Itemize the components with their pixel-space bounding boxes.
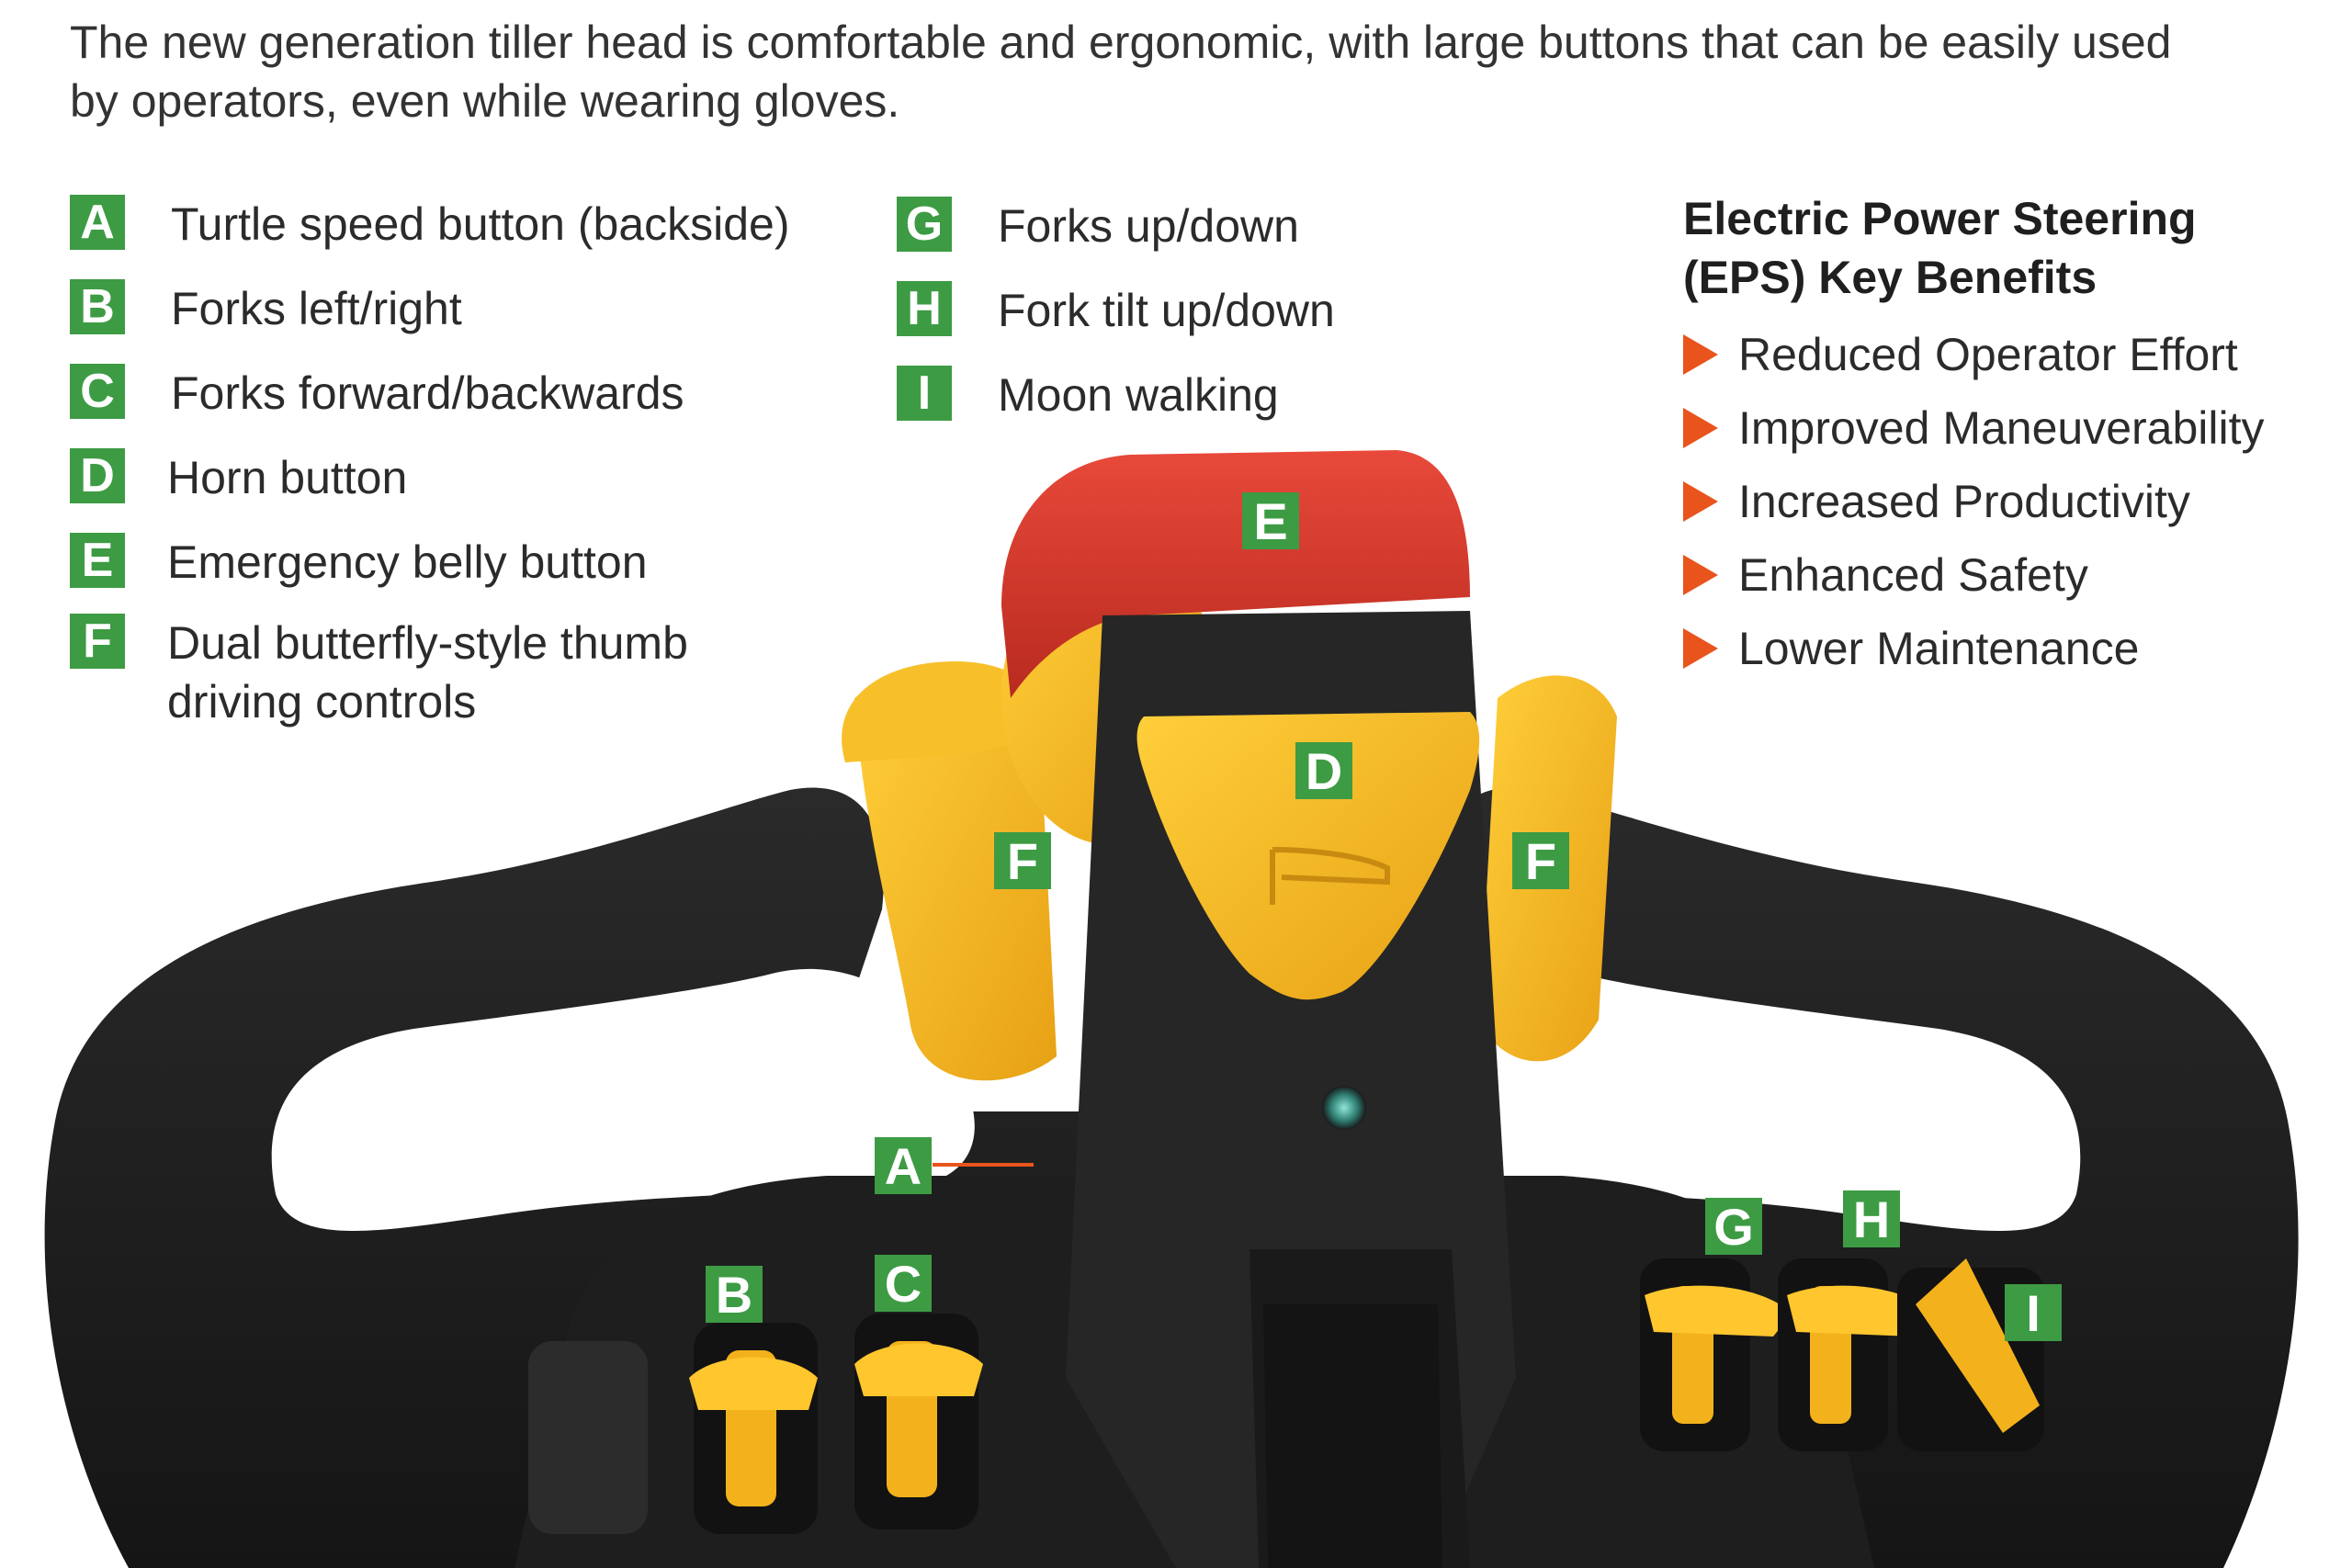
callout-g-label: G bbox=[1713, 1198, 1754, 1256]
callout-b-label: B bbox=[716, 1266, 752, 1324]
legend-item-b: B Forks left/right bbox=[70, 279, 462, 338]
legend-label-d: Horn button bbox=[167, 452, 408, 503]
callout-f-right-badge bbox=[1512, 832, 1569, 889]
legend-label-b: Forks left/right bbox=[171, 283, 462, 334]
callout-h-label: H bbox=[1853, 1190, 1890, 1248]
callout-c-label: C bbox=[885, 1255, 922, 1313]
switch-g-paddle bbox=[1645, 1285, 1792, 1337]
legend-label-i: Moon walking bbox=[998, 369, 1279, 421]
legend-item-i: I Moon walking bbox=[897, 366, 1279, 424]
status-led bbox=[1322, 1086, 1366, 1130]
callout-b: B bbox=[706, 1266, 763, 1324]
arrow-right-icon bbox=[1683, 334, 1718, 375]
callout-d: D bbox=[1295, 742, 1352, 800]
callout-d-label: D bbox=[1306, 742, 1342, 800]
horn-icon bbox=[1270, 847, 1390, 905]
legend-label-c: Forks forward/backwards bbox=[171, 367, 684, 419]
eps-item-label: Increased Productivity bbox=[1738, 476, 2190, 527]
callout-e-label: E bbox=[1253, 492, 1287, 550]
legend-badge-b: B bbox=[70, 279, 125, 334]
callout-c-badge bbox=[875, 1255, 932, 1312]
eps-item: Enhanced Safety bbox=[1683, 546, 2088, 604]
arrow-right-icon bbox=[1683, 628, 1718, 669]
arrow-right-icon bbox=[1683, 408, 1718, 448]
eps-item: Increased Productivity bbox=[1683, 472, 2190, 531]
callout-h-badge bbox=[1843, 1190, 1900, 1247]
callout-f-left: F bbox=[994, 832, 1051, 890]
legend-item-d: D Horn button bbox=[70, 448, 407, 507]
legend-label-h: Fork tilt up/down bbox=[998, 285, 1335, 336]
callout-f-right: F bbox=[1512, 832, 1569, 890]
legend-label-g: Forks up/down bbox=[998, 200, 1299, 252]
eps-item-label: Lower Maintenance bbox=[1738, 623, 2140, 674]
switch-b-paddle bbox=[689, 1357, 818, 1410]
callout-i: I bbox=[2005, 1284, 2062, 1342]
legend-item-g: G Forks up/down bbox=[897, 197, 1299, 255]
horn-button-body bbox=[1136, 712, 1480, 1000]
legend-badge-e: E bbox=[70, 533, 125, 588]
legend-item-f: F Dual butterfly-style thumb driving con… bbox=[70, 614, 755, 731]
legend-badge-i: I bbox=[897, 366, 952, 421]
callout-b-badge bbox=[706, 1266, 763, 1323]
legend-badge-g: G bbox=[897, 197, 952, 252]
switch-block-left bbox=[528, 1314, 983, 1534]
legend-label-e: Emergency belly button bbox=[167, 536, 648, 588]
callout-a-label: A bbox=[885, 1137, 922, 1195]
callout-c: C bbox=[875, 1255, 932, 1313]
callout-h: H bbox=[1843, 1190, 1900, 1248]
legend-item-a: A Turtle speed button (backside) bbox=[70, 195, 790, 254]
callout-e-badge bbox=[1242, 492, 1299, 549]
legend-item-h: H Fork tilt up/down bbox=[897, 281, 1335, 340]
intro-text: The new generation tiller head is comfor… bbox=[70, 17, 2172, 127]
switch-c-paddle bbox=[854, 1343, 983, 1396]
arrow-right-icon bbox=[1683, 555, 1718, 595]
thumb-control-left-body bbox=[854, 671, 1057, 1081]
legend-badge-f: F bbox=[70, 614, 125, 669]
callout-g-badge bbox=[1705, 1198, 1762, 1255]
horn-button bbox=[1136, 712, 1480, 1000]
callout-f-right-label: F bbox=[1525, 832, 1556, 890]
eps-item-label: Improved Maneuverability bbox=[1738, 402, 2265, 454]
blank-switch bbox=[528, 1341, 648, 1534]
callout-a: A bbox=[875, 1137, 932, 1195]
callout-i-badge bbox=[2005, 1284, 2062, 1341]
callout-a-badge bbox=[875, 1137, 932, 1194]
switch-block-right bbox=[1640, 1258, 2044, 1451]
legend-badge-c: C bbox=[70, 364, 125, 419]
legend-item-c: C Forks forward/backwards bbox=[70, 364, 684, 423]
eps-item-label: Enhanced Safety bbox=[1738, 549, 2088, 601]
callout-f-left-badge bbox=[994, 832, 1051, 889]
legend-item-e: E Emergency belly button bbox=[70, 533, 648, 592]
legend-badge-d: D bbox=[70, 448, 125, 503]
eps-item: Improved Maneuverability bbox=[1683, 399, 2265, 457]
callout-e: E bbox=[1242, 492, 1299, 550]
legend-label-f: Dual butterfly-style thumb driving contr… bbox=[167, 617, 688, 728]
legend-badge-h: H bbox=[897, 281, 952, 336]
eps-title: Electric Power Steering (EPS) Key Benefi… bbox=[1683, 193, 2197, 303]
legend-label-a: Turtle speed button (backside) bbox=[171, 198, 790, 250]
eps-item-label: Reduced Operator Effort bbox=[1738, 329, 2238, 380]
callout-f-left-label: F bbox=[1007, 832, 1038, 890]
callout-d-badge bbox=[1295, 742, 1352, 799]
callout-g: G bbox=[1705, 1198, 1762, 1256]
spine-slot-inner bbox=[1263, 1304, 1442, 1568]
callout-i-label: I bbox=[2026, 1284, 2041, 1342]
eps-item: Reduced Operator Effort bbox=[1683, 325, 2238, 384]
legend-badge-a: A bbox=[70, 195, 125, 250]
eps-item: Lower Maintenance bbox=[1683, 619, 2139, 678]
switch-i-lever bbox=[1916, 1258, 2040, 1433]
grip-opening-left bbox=[271, 968, 975, 1231]
arrow-right-icon bbox=[1683, 481, 1718, 522]
belly-button-red bbox=[1001, 450, 1470, 698]
